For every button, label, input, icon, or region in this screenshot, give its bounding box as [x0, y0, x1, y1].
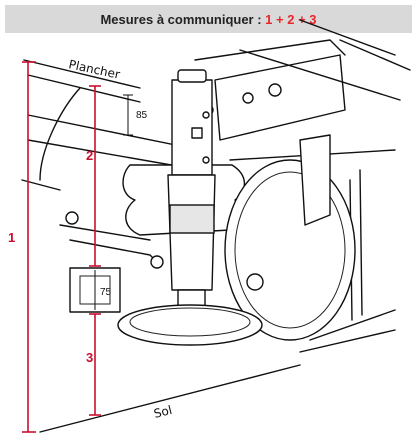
header-measure-2: 2 — [287, 11, 295, 27]
dimension-lines — [22, 61, 101, 433]
marker-3: 3 — [86, 350, 93, 365]
dimension-85-label: 85 — [136, 110, 148, 121]
header-title: Mesures à communiquer : — [100, 11, 266, 27]
reference-dimensions — [94, 94, 133, 310]
wheel-drawing — [224, 134, 356, 341]
header-plus-1: + — [272, 11, 288, 27]
header-measure-3: 3 — [309, 11, 317, 27]
dimension-75-label: 75 — [100, 287, 112, 298]
header-bar: Mesures à communiquer : 1 + 2 + 3 — [5, 5, 412, 33]
marker-2: 2 — [86, 148, 93, 163]
ground-label: Sol — [152, 403, 173, 421]
header-plus-2: + — [294, 11, 310, 27]
marker-1: 1 — [8, 230, 15, 245]
floor-label: Plancher — [67, 57, 121, 82]
header-measure-1: 1 — [265, 11, 273, 27]
jack-stand-drawing — [117, 69, 263, 346]
ground-line — [39, 364, 301, 433]
